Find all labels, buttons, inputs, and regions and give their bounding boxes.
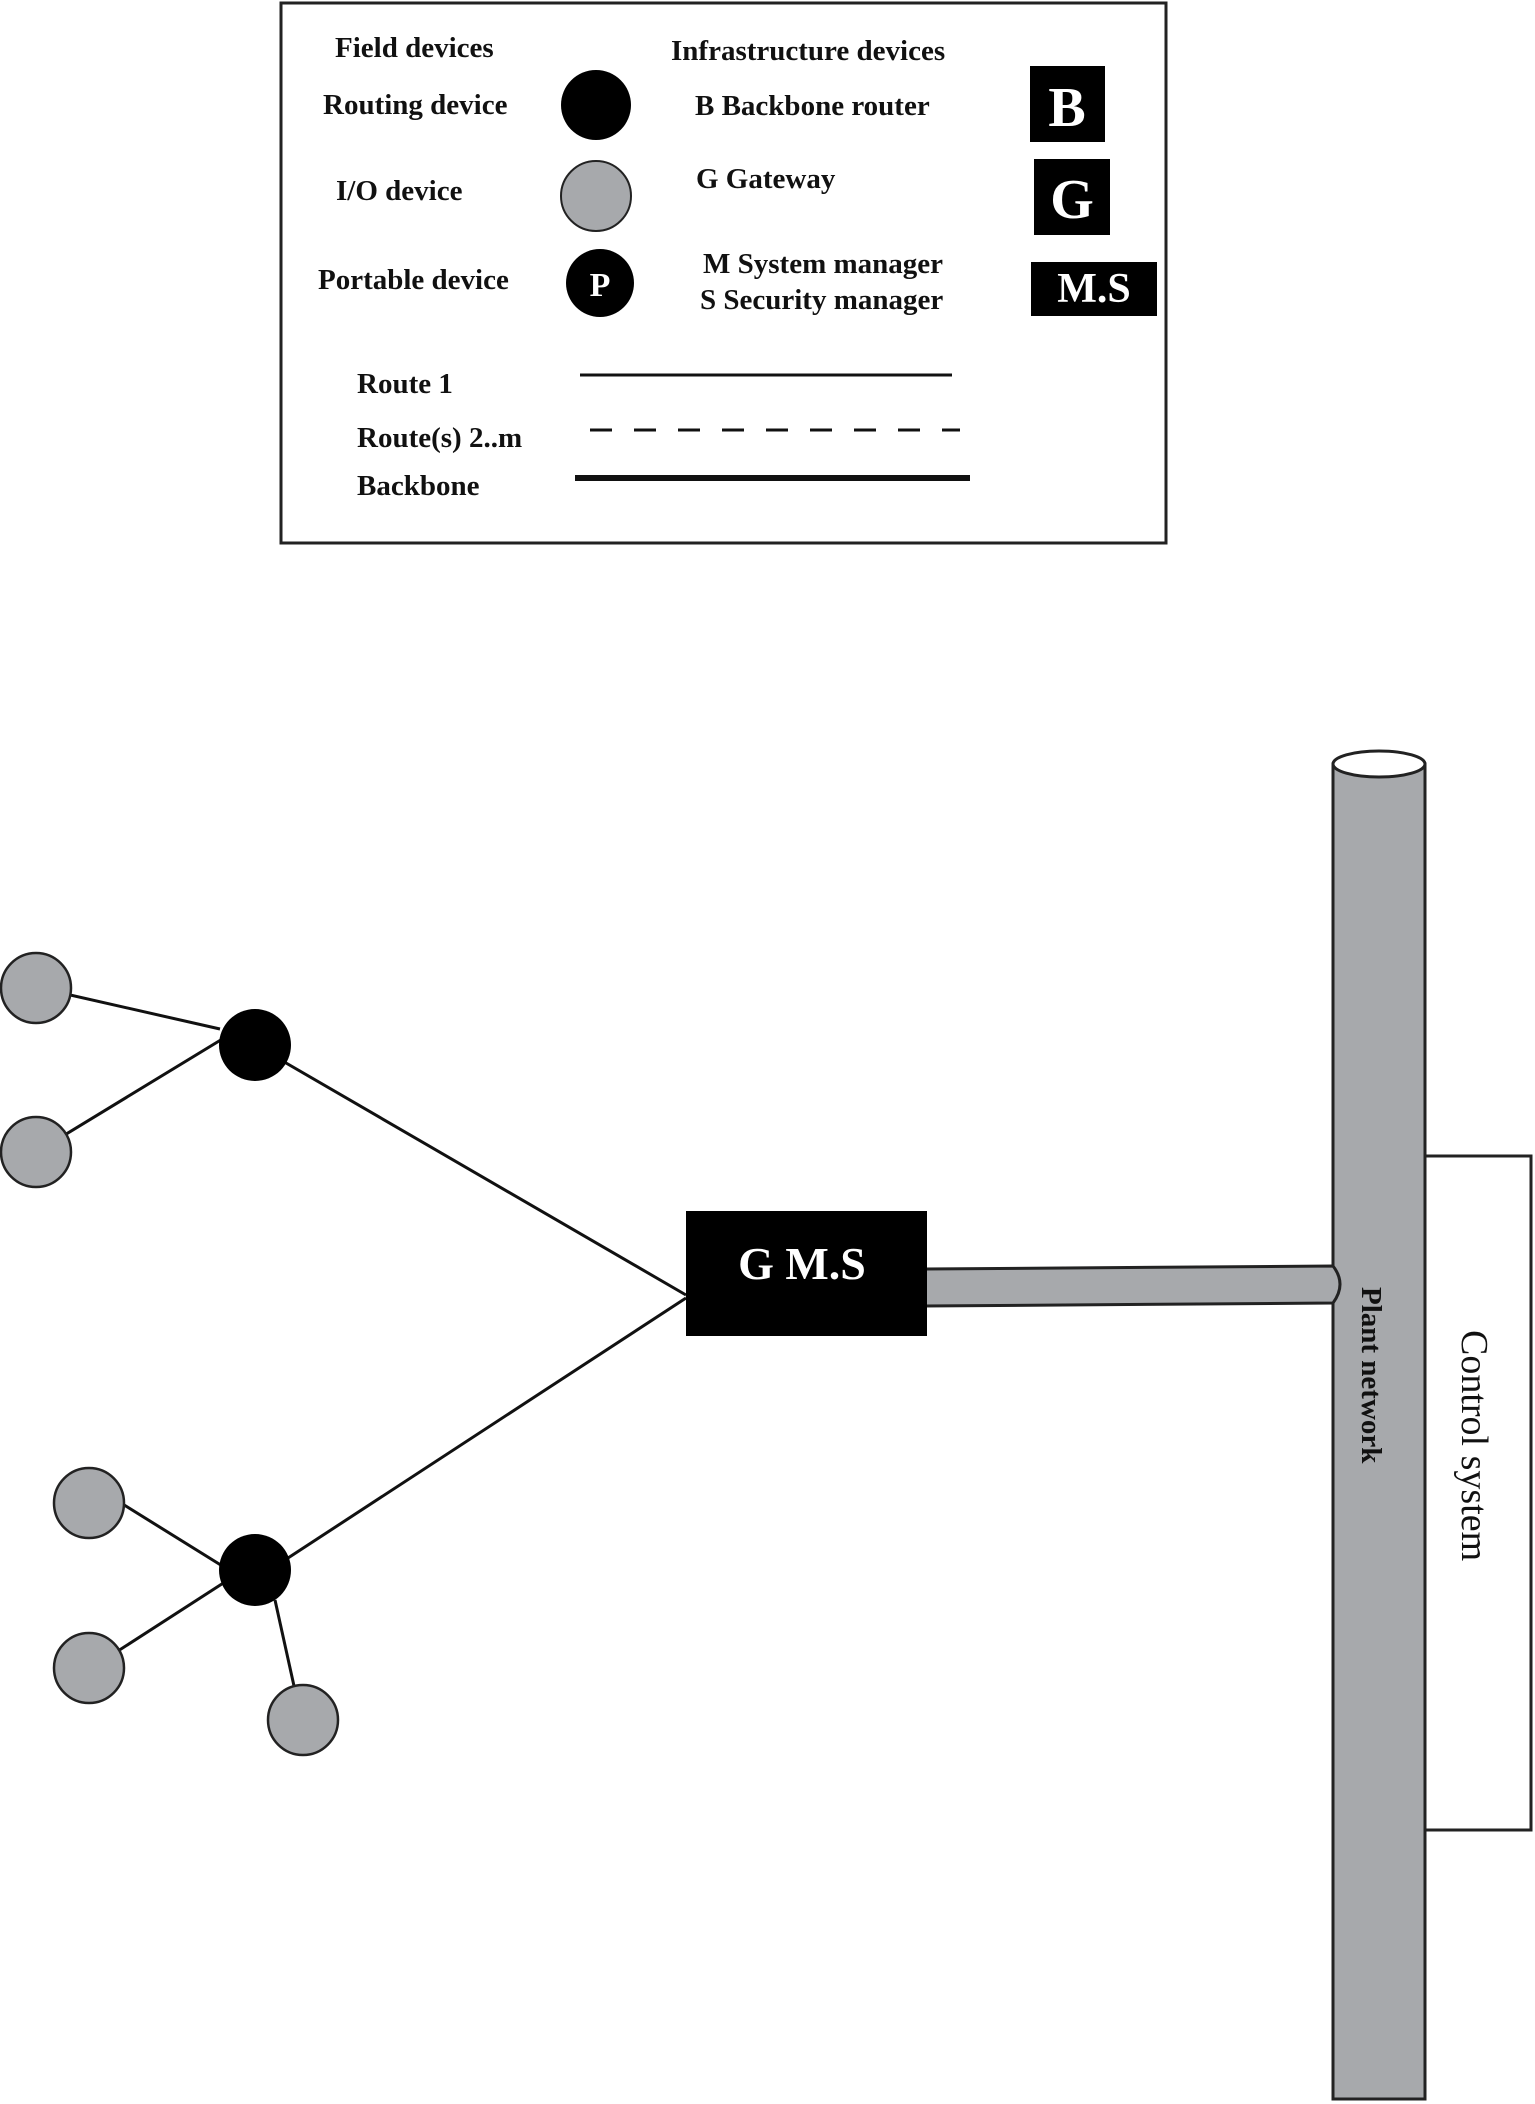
io-device-node [52, 1631, 126, 1705]
plant-network-label: Plant network [1355, 1287, 1387, 1464]
route-line [254, 1043, 687, 1297]
legend-frame [279, 1, 1168, 545]
io-device-node [0, 951, 73, 1025]
security-manager-label: S Security manager [700, 284, 943, 316]
infrastructure-devices-heading: Infrastructure devices [671, 35, 945, 67]
backbone-label: Backbone [357, 470, 480, 502]
gateway-icon [1034, 159, 1110, 235]
manager-symbol: M.S [1057, 266, 1131, 312]
backbone-router-symbol: B [1048, 77, 1085, 139]
routing-device-icon [561, 70, 631, 140]
portable-device-label: Portable device [318, 264, 509, 296]
io-device-node [0, 1115, 73, 1189]
pipe-opening [1331, 749, 1427, 779]
io-device-node [52, 1466, 126, 1540]
gateway-manager-label: G M.S [738, 1238, 866, 1289]
route-line [273, 1599, 298, 1696]
io-device-label: I/O device [336, 175, 463, 207]
backbone-router-icon [1030, 66, 1105, 142]
field-devices-heading: Field devices [335, 32, 494, 64]
gateway-symbol: G [1050, 169, 1094, 231]
route2m-label: Route(s) 2..m [357, 422, 522, 454]
route-line [103, 1578, 229, 1662]
routing-device-node [219, 1534, 291, 1606]
routing-device-label: Routing device [323, 89, 508, 121]
portable-device-icon [566, 249, 634, 317]
route-line [287, 1296, 687, 1560]
routing-device-node [219, 1009, 291, 1081]
field-devices [0, 951, 340, 1757]
control-system-label: Control system [1453, 1330, 1495, 1561]
legend: Field devices Infrastructure devices Rou… [279, 1, 1168, 545]
route-lines [34, 985, 687, 1696]
route1-label: Route 1 [357, 368, 453, 400]
io-device-icon [560, 160, 632, 232]
gateway-connector-pipe [923, 1264, 1342, 1308]
control-system-box [1408, 1154, 1533, 1832]
backbone-router-label: B Backbone router [695, 90, 930, 122]
io-device-node [266, 1683, 340, 1757]
gateway-manager-box [686, 1211, 927, 1336]
manager-icon [1031, 262, 1157, 316]
system-manager-label: M System manager [703, 248, 943, 280]
plant-network-pipe: Plant network [1331, 749, 1427, 2101]
portable-device-symbol: P [590, 267, 611, 304]
gateway-label: G Gateway [696, 163, 836, 195]
route-line [39, 1036, 225, 1152]
